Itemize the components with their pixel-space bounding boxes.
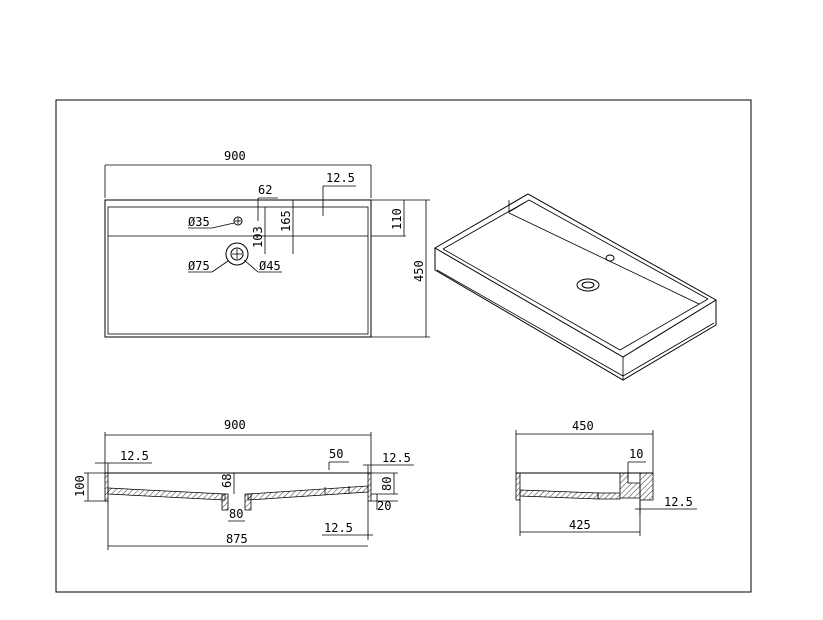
iso-drain-inner <box>581 281 595 289</box>
front-profile-drain-left <box>221 493 229 511</box>
dim-drain-width: 80 <box>229 507 243 521</box>
drain-outer <box>225 242 249 266</box>
dim-drain-offset: 103 <box>251 226 265 248</box>
dim-drain-height: 68 <box>220 474 234 488</box>
side-profile-shelf <box>597 472 641 500</box>
dim-shelf-depth: 110 <box>390 208 404 230</box>
dim-front-height: 100 <box>73 475 87 497</box>
drain-inner <box>230 247 244 261</box>
dim-side-depth: 450 <box>572 419 594 433</box>
iso-tap-hole <box>605 254 615 262</box>
iso-drain-outer <box>576 278 600 292</box>
dim-slot: 50 <box>329 447 343 461</box>
front-profile-right-wall <box>367 472 372 502</box>
side-profile-bottom <box>519 489 599 500</box>
dim-top-width: 900 <box>224 149 246 163</box>
basin-outline-top <box>104 199 372 338</box>
dim-drain-inner: Ø45 <box>259 259 281 273</box>
dim-front-width: 900 <box>224 418 246 432</box>
dim-side-rim: 12.5 <box>664 495 693 509</box>
dim-side-wall: 10 <box>629 447 643 461</box>
dim-hole-offset: 62 <box>258 183 272 197</box>
side-profile-left-wall <box>515 472 521 501</box>
drawing-frame <box>55 99 752 593</box>
front-profile-drain-right <box>244 493 252 511</box>
dim-rim-left: 12.5 <box>120 449 149 463</box>
dim-bottom-thk: 20 <box>377 499 391 513</box>
dim-depth: 450 <box>412 260 426 282</box>
side-profile-right-wall <box>639 472 654 501</box>
dim-side-inner-depth: 425 <box>569 518 591 532</box>
iso-top-face <box>434 193 717 358</box>
top-view: 900 Ø35 62 12.5 103 165 Ø75 Ø45 <box>104 149 430 338</box>
front-profile-left-wall <box>104 472 109 502</box>
dim-inner-width: 875 <box>226 532 248 546</box>
dim-tap-hole: Ø35 <box>188 215 210 229</box>
tap-hole <box>233 216 243 226</box>
dim-bottom-rim: 12.5 <box>324 521 353 535</box>
front-profile-bottom-left <box>107 487 226 501</box>
dim-tap-offset: 165 <box>279 210 293 232</box>
dim-rim-top: 12.5 <box>326 171 355 185</box>
dim-right-height: 80 <box>380 477 394 491</box>
front-profile-bottom-right <box>247 485 369 501</box>
basin-inner-top <box>107 206 369 335</box>
dim-drain-outer: Ø75 <box>188 259 210 273</box>
dim-rim-right: 12.5 <box>382 451 411 465</box>
isometric-view <box>434 193 717 381</box>
front-section: 900 12.5 50 12.5 100 68 80 <box>73 418 414 550</box>
side-section: 450 10 12.5 425 <box>515 419 697 536</box>
